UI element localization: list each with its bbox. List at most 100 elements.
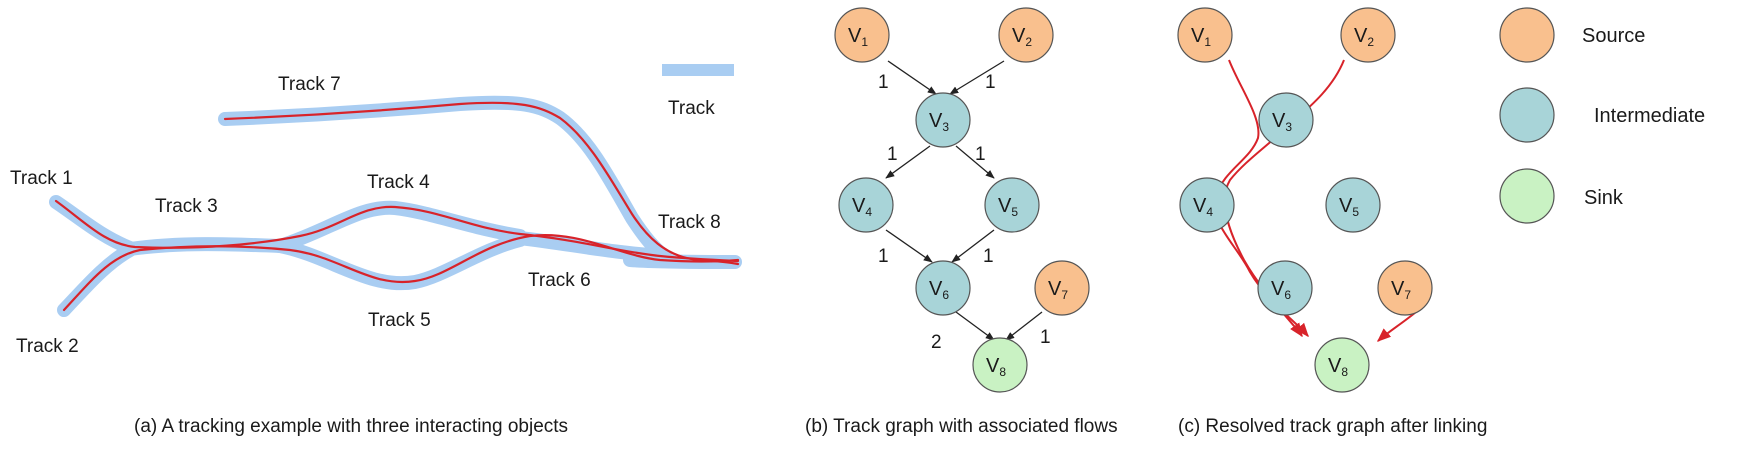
node-circle xyxy=(1325,177,1381,233)
graph-b-node-v7: V7 xyxy=(1034,260,1090,316)
flow-label: 1 xyxy=(1040,327,1051,348)
caption-a: (a) A tracking example with three intera… xyxy=(134,416,568,437)
node-circle xyxy=(1179,177,1235,233)
node-label: V2 xyxy=(1354,25,1374,49)
graph-b-node-v4: V4 xyxy=(838,177,894,233)
graph-c-node-v1: V1 xyxy=(1177,7,1233,63)
graph-b-node-v2: V2 xyxy=(998,7,1054,63)
caption-c: (c) Resolved track graph after linking xyxy=(1178,416,1487,437)
flow-label: 1 xyxy=(983,246,994,267)
track-band-7 xyxy=(218,95,672,263)
node-circle xyxy=(915,92,971,148)
node-label: V8 xyxy=(1328,355,1348,379)
graph-b-node-v6: V6 xyxy=(915,260,971,316)
track-label-2: Track 2 xyxy=(16,336,79,357)
flow-label: 1 xyxy=(878,246,889,267)
graph-b-edges xyxy=(885,60,1043,341)
node-label: V6 xyxy=(929,278,949,302)
object-paths xyxy=(54,101,740,312)
panel-a: Track Track 1 Track 2 Track 3 Track 4 Tr… xyxy=(10,64,742,437)
graph-b-node-v1: V1 xyxy=(834,7,890,63)
edge-b-v5-v6 xyxy=(951,229,995,263)
node-circle xyxy=(1034,260,1090,316)
graph-c-node-v4: V4 xyxy=(1179,177,1235,233)
object-path-2 xyxy=(62,234,740,312)
node-label: V1 xyxy=(848,25,868,49)
track-label-7: Track 7 xyxy=(278,74,341,95)
object-path-3 xyxy=(223,101,740,266)
graph-b-flow-labels: 1 1 1 1 1 1 2 1 xyxy=(878,72,1051,353)
caption-b: (b) Track graph with associated flows xyxy=(805,416,1118,437)
node-circle xyxy=(1257,260,1313,316)
flow-label: 1 xyxy=(878,72,889,93)
node-label: V1 xyxy=(1191,25,1211,49)
node-label: V7 xyxy=(1391,278,1411,302)
graph-c-node-v8: V8 xyxy=(1314,337,1370,393)
node-circle xyxy=(1340,7,1396,63)
node-circle xyxy=(834,7,890,63)
legend-swatch-intermediate xyxy=(1499,87,1555,143)
graph-c-node-v3: V3 xyxy=(1258,92,1314,148)
node-circle xyxy=(915,260,971,316)
edge-b-v3-v5 xyxy=(955,145,995,179)
graph-c-node-v6: V6 xyxy=(1257,260,1313,316)
flow-label: 2 xyxy=(931,332,942,353)
link-c-v7-v8 xyxy=(1376,311,1417,342)
legend-swatch-sink xyxy=(1499,168,1555,224)
track-band-2 xyxy=(57,243,137,317)
graph-b-node-v5: V5 xyxy=(984,177,1040,233)
flow-label: 1 xyxy=(975,144,986,165)
edge-b-v7-v8 xyxy=(1005,311,1043,341)
node-circle xyxy=(838,177,894,233)
node-label: V4 xyxy=(1193,195,1213,219)
node-label: V5 xyxy=(998,195,1018,219)
node-label: V2 xyxy=(1012,25,1032,49)
node-circle xyxy=(972,337,1028,393)
node-circle xyxy=(1177,7,1233,63)
node-label: V3 xyxy=(1272,110,1292,134)
track-label-8: Track 8 xyxy=(658,212,721,233)
track-legend-swatch xyxy=(662,64,734,76)
node-label: V6 xyxy=(1271,278,1291,302)
edge-b-v4-v6 xyxy=(885,229,933,263)
graph-c-node-v5: V5 xyxy=(1325,177,1381,233)
flow-label: 1 xyxy=(985,72,996,93)
legend-swatch-source xyxy=(1499,7,1555,63)
node-legend: Source Intermediate Sink xyxy=(1499,7,1705,224)
edge-b-v3-v4 xyxy=(885,145,931,179)
track-label-1: Track 1 xyxy=(10,168,73,189)
graph-b-node-v8: V8 xyxy=(972,337,1028,393)
track-label-6: Track 6 xyxy=(528,270,591,291)
track-label-4: Track 4 xyxy=(367,172,430,193)
node-circle xyxy=(1377,260,1433,316)
node-label: V5 xyxy=(1339,195,1359,219)
node-label: V8 xyxy=(986,355,1006,379)
legend-swatches xyxy=(1499,7,1555,224)
legend-label-source: Source xyxy=(1582,25,1645,47)
graph-c-node-v7: V7 xyxy=(1377,260,1433,316)
node-circle xyxy=(1314,337,1370,393)
node-label: V7 xyxy=(1048,278,1068,302)
graph-c-node-v2: V2 xyxy=(1340,7,1396,63)
node-circle xyxy=(1258,92,1314,148)
track-label-5: Track 5 xyxy=(368,310,431,331)
track-band-5 xyxy=(273,233,527,291)
node-circle xyxy=(998,7,1054,63)
graph-b-node-v3: V3 xyxy=(915,92,971,148)
edge-b-v6-v8 xyxy=(955,311,995,341)
legend-label-intermediate: Intermediate xyxy=(1594,105,1705,127)
node-circle xyxy=(984,177,1040,233)
edge-b-v2-v3 xyxy=(949,60,1005,95)
node-label: V4 xyxy=(852,195,872,219)
track-label-3: Track 3 xyxy=(155,196,218,217)
object-path-1 xyxy=(54,199,740,263)
flow-label: 1 xyxy=(887,144,898,165)
edge-b-v1-v3 xyxy=(887,60,937,95)
track-legend-label: Track xyxy=(668,98,715,119)
legend-label-sink: Sink xyxy=(1584,187,1624,209)
